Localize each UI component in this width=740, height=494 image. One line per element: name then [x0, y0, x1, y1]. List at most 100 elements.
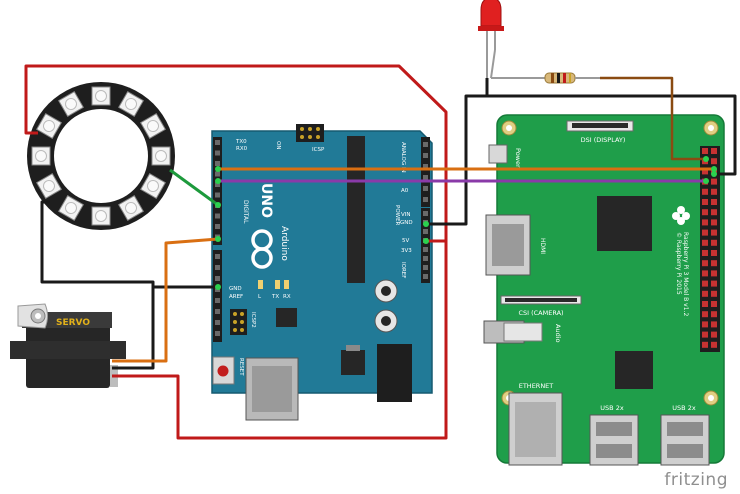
arduino-icsp-label: ICSP [312, 147, 325, 153]
arduino-txo-label: TX0 [235, 139, 247, 145]
arduino-tx-label: TX [271, 294, 279, 300]
neopixel-led-lens [65, 98, 77, 110]
arduino-pin [423, 153, 428, 158]
gpio-pin [711, 290, 717, 297]
neopixel-led [140, 173, 166, 199]
arduino-pin [215, 320, 220, 325]
gpio-pin [702, 209, 708, 216]
gpio-pin [711, 311, 717, 318]
arduino-gnd-label: GND [229, 286, 242, 292]
gpio-pin [702, 260, 708, 267]
neopixel-ring [27, 82, 175, 230]
arduino-pin [423, 197, 428, 202]
wire-black-ground [40, 200, 155, 370]
gpio-pin [711, 219, 717, 226]
arduino-pin [215, 161, 220, 166]
gpio-pin [702, 229, 708, 236]
neopixel-led [118, 91, 144, 117]
gpio-pin [711, 280, 717, 287]
arduino-pin [423, 247, 428, 252]
neopixel-led-lens [147, 180, 159, 192]
raspberry-pi-logo-icon [672, 206, 690, 225]
arduino-power-label: POWER [394, 205, 400, 226]
neopixel-led-lens [95, 90, 107, 102]
gpio-pin [702, 239, 708, 246]
arduino-pin [215, 331, 220, 336]
arduino-gnd-right-label: GND [400, 220, 413, 226]
pi-gpio-header [700, 146, 720, 352]
arduino-pin [215, 276, 220, 281]
neopixel-led [91, 206, 111, 226]
wire-orange-servo [112, 237, 219, 363]
arduino-pin [423, 186, 428, 191]
neopixel-led [91, 86, 111, 106]
gpio-pin [702, 311, 708, 318]
neopixel-led [31, 146, 51, 166]
arduino-pin [215, 213, 220, 219]
wires [24, 64, 737, 440]
servo-label: SERVO [56, 318, 90, 328]
arduino-on-label: ON [275, 141, 281, 149]
gpio-pin [711, 178, 717, 185]
arduino-aref-label: AREF [229, 294, 243, 300]
gpio-pin [702, 280, 708, 287]
wire-brown-resistor [600, 76, 706, 161]
gpio-pin [711, 301, 717, 307]
arduino-pin [215, 224, 220, 229]
arduino-uno-label: UNO [258, 183, 274, 218]
arduino-pin [215, 150, 220, 156]
arduino-pin [215, 192, 220, 198]
resistor [491, 72, 600, 84]
pi-hdmi-label: HDMI [539, 238, 546, 254]
gpio-pin [702, 148, 708, 154]
arduino-reset-label: RESET [238, 358, 244, 376]
gpio-pin [711, 260, 717, 267]
arduino-pin [215, 140, 220, 145]
raspberry-pi-board: DSI (DISPLAY) Power Raspberry Pi 3 Model… [483, 114, 725, 466]
pi-model-line1: Raspberry Pi 3 Model B v1.2 [682, 232, 689, 316]
gpio-pin [711, 199, 717, 205]
arduino-pin [215, 298, 220, 303]
arduino-pin [215, 265, 220, 270]
arduino-uno-board: TX0 RX0 DIGITAL GND AREF ANALOG IN A0 PO… [211, 124, 433, 421]
neopixel-led [140, 113, 166, 139]
arduino-l-label: L [258, 294, 262, 300]
neopixel-led [58, 91, 84, 117]
gpio-pin [711, 250, 717, 256]
red-led [478, 0, 504, 79]
arduino-pin [423, 164, 428, 169]
wire-green-data [169, 168, 219, 207]
gpio-pin [702, 301, 708, 307]
arduino-icsp2-label: ICSP2 [250, 312, 256, 328]
gpio-pin [702, 290, 708, 297]
gpio-pin [702, 199, 708, 205]
gpio-pin [711, 229, 717, 236]
arduino-pin [423, 142, 428, 147]
neopixel-led-lens [35, 150, 47, 162]
arduino-rxi-label: RX0 [236, 146, 248, 152]
gpio-pin [702, 341, 708, 348]
pi-power-label: Power [514, 148, 522, 168]
pi-usb-label-2: USB 2x [672, 404, 696, 412]
neopixel-led-lens [43, 120, 55, 132]
neopixel-led [151, 146, 171, 166]
gpio-pin [702, 250, 708, 256]
arduino-pin [423, 211, 428, 216]
gpio-pin [711, 158, 717, 165]
neopixel-led-array [31, 86, 171, 226]
arduino-pin [423, 229, 428, 234]
pi-audio-label: Audio [554, 324, 562, 342]
neopixel-led-lens [43, 180, 55, 192]
arduino-5v-label: 5V [402, 238, 409, 244]
wire-black-pi-gnd [426, 94, 737, 226]
arduino-analog-label: ANALOG IN [400, 142, 406, 173]
neopixel-led-lens [65, 202, 77, 214]
arduino-pin [423, 274, 428, 279]
neopixel-led-lens [125, 202, 137, 214]
gpio-pin [711, 341, 717, 348]
neopixel-led-lens [147, 120, 159, 132]
arduino-brand-label: Arduino [279, 226, 289, 261]
pi-csi-label: CSI (CAMERA) [518, 309, 563, 317]
arduino-3v3-label: 3V3 [401, 248, 412, 254]
pi-dsi-label: DSI (DISPLAY) [581, 136, 626, 144]
